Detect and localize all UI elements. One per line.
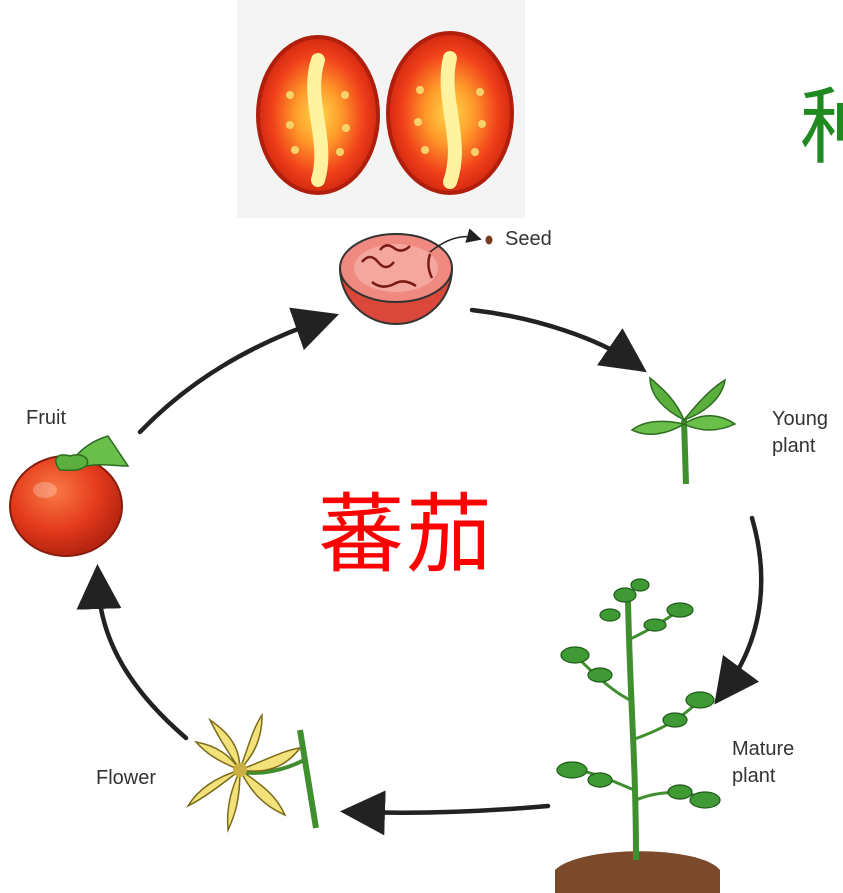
cycle-arrows <box>76 307 764 836</box>
arrow-seed-to-young-plant <box>469 307 647 373</box>
flower-illustration <box>186 712 319 833</box>
arrow-mature-plant-to-flower <box>340 790 551 836</box>
young-plant-illustration <box>630 376 737 485</box>
flower-label: Flower <box>96 767 157 789</box>
center-title: 蕃茄 <box>318 485 494 585</box>
fruit-label: Fruit <box>26 407 66 429</box>
fruit-illustration <box>9 435 130 557</box>
seed-stage-illustration <box>338 228 493 325</box>
mature-plant-illustration <box>555 578 721 893</box>
seed-label: Seed <box>505 228 552 250</box>
mature-plant-label: Mature plant <box>732 738 795 787</box>
corner-title: 种 <box>800 78 843 176</box>
cut-tomato-photo <box>237 0 525 218</box>
young-plant-label: Young plant <box>772 408 828 457</box>
arrow-fruit-to-seed <box>137 307 340 435</box>
seed-dot-icon <box>485 235 493 245</box>
arrow-flower-to-fruit <box>76 564 189 741</box>
arrow-young-plant-to-mature-plant <box>714 515 764 705</box>
